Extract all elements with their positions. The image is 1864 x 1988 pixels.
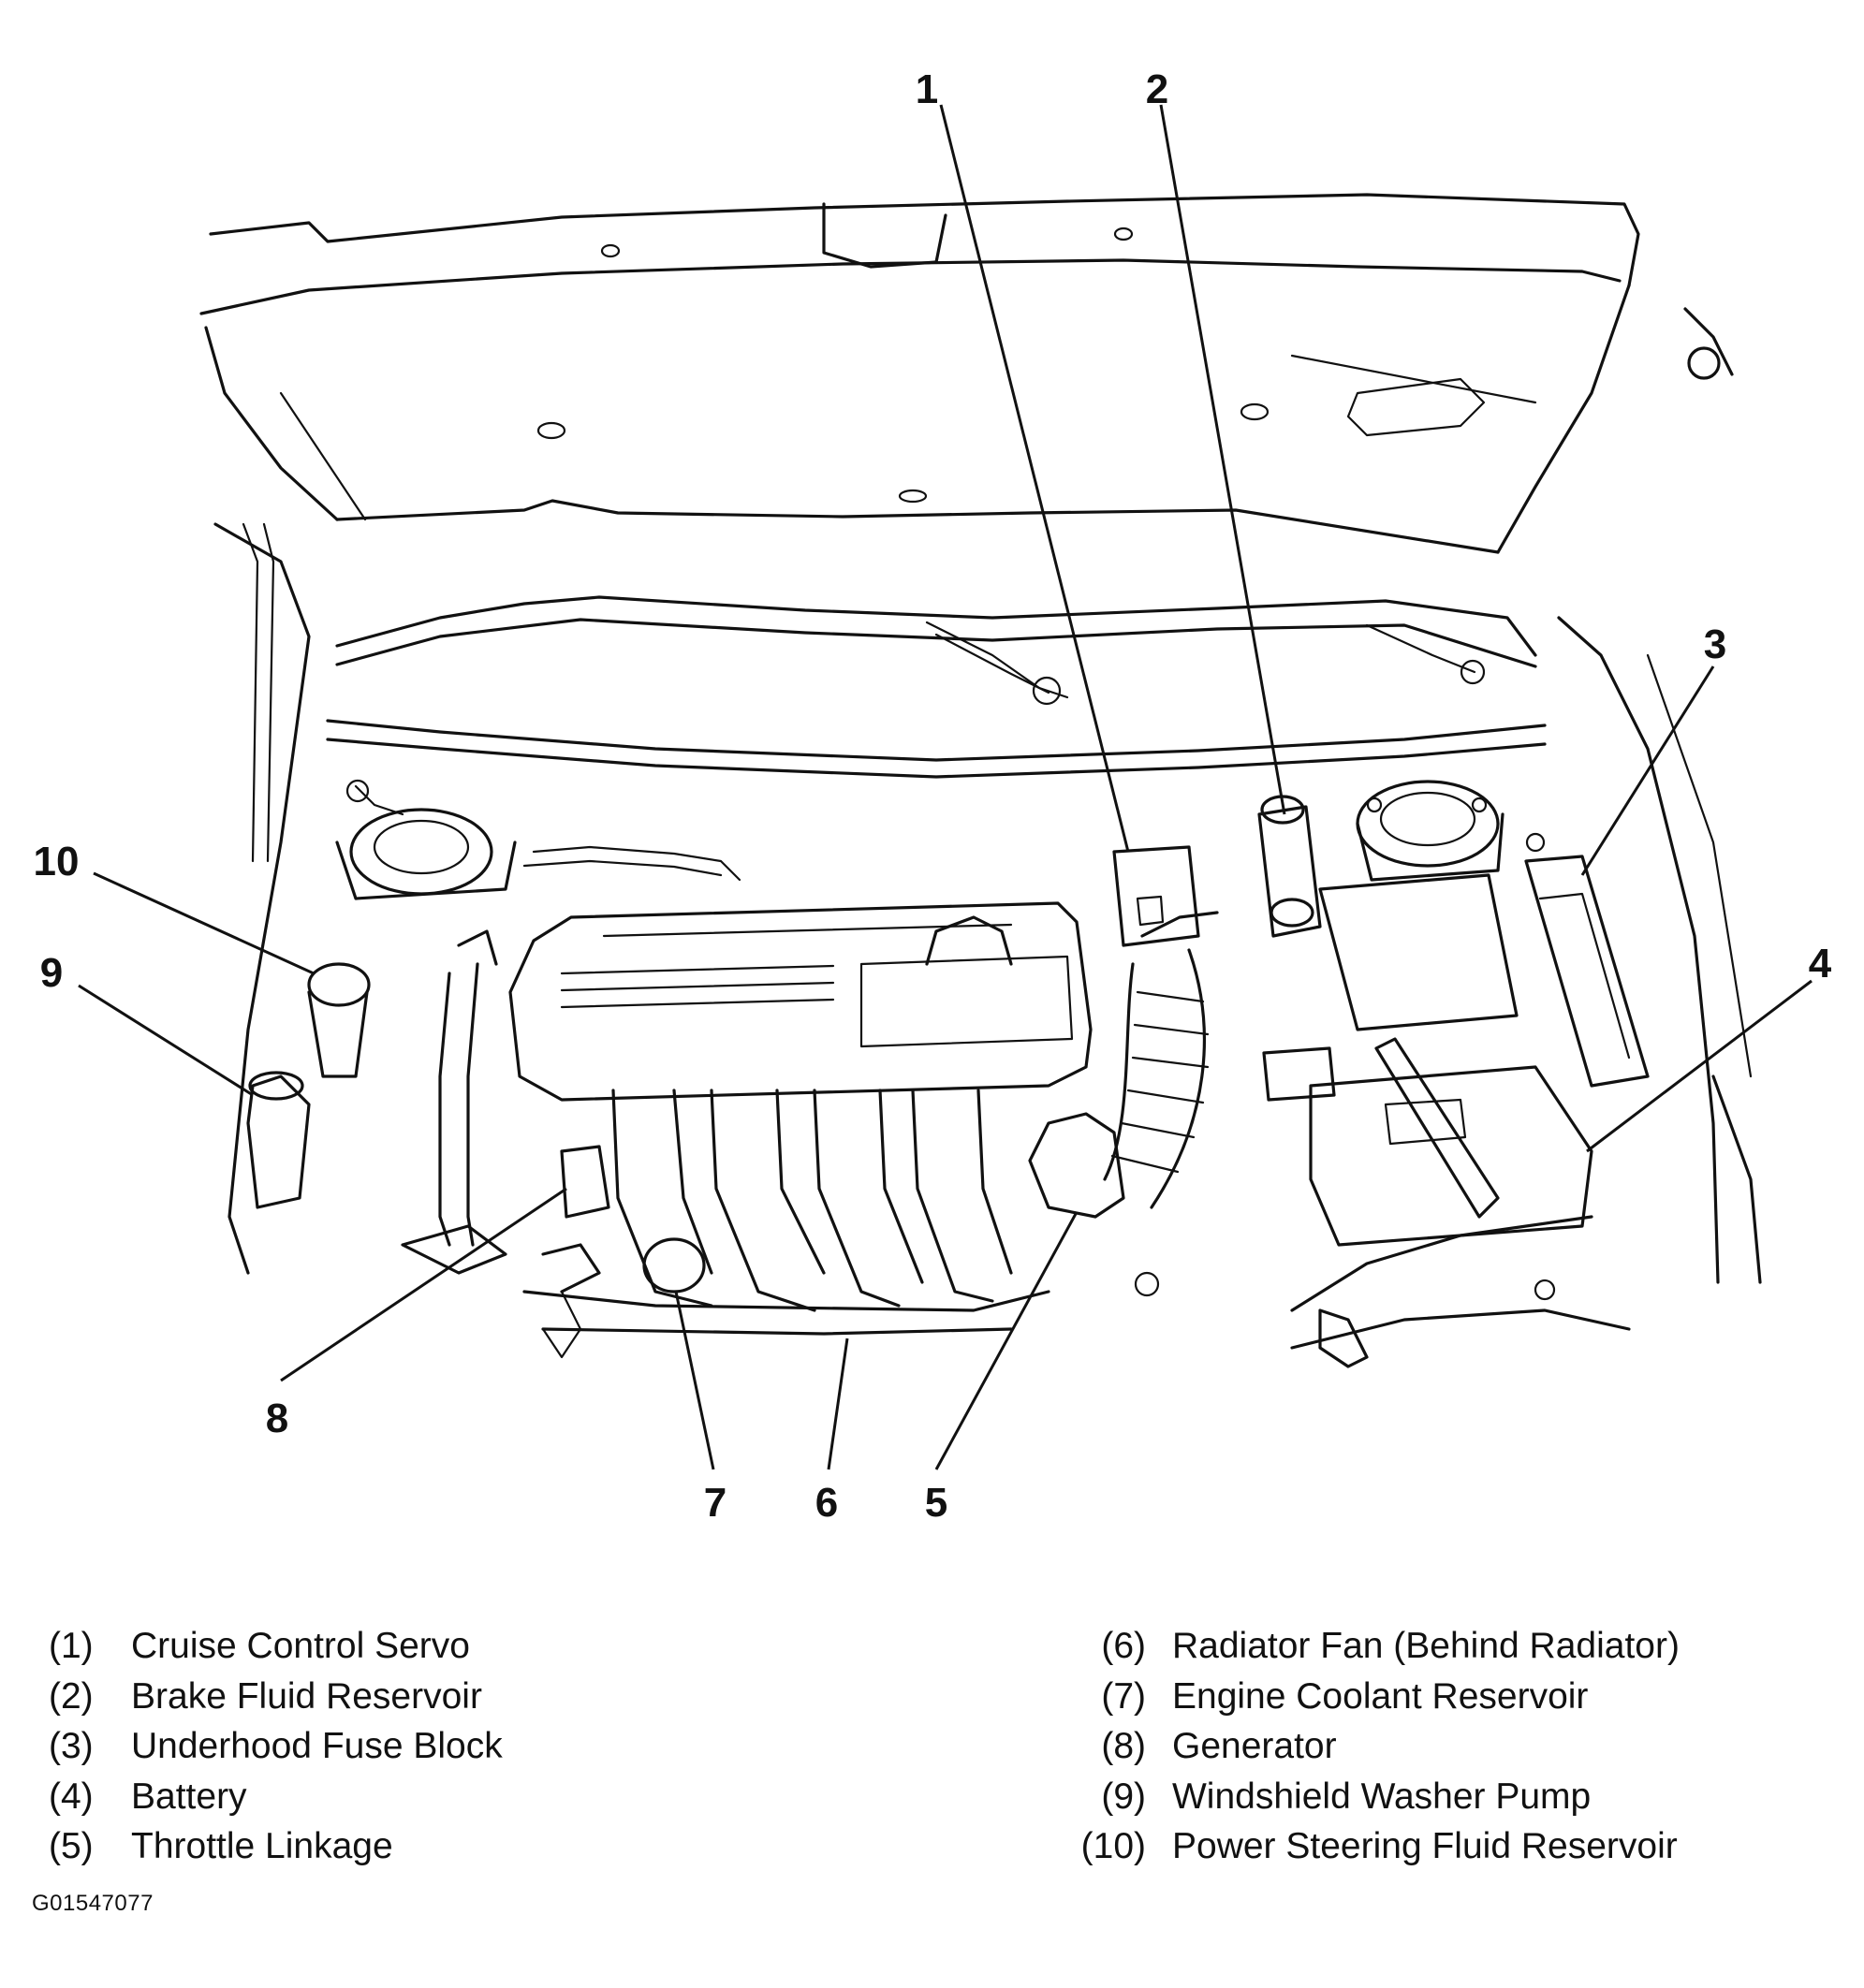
hood-panel [199, 193, 1734, 554]
legend-label: Battery [131, 1776, 247, 1817]
legend-number: (10) [1080, 1826, 1146, 1866]
power-steering-and-washer [246, 845, 741, 1294]
callout-4: 4 [1809, 941, 1832, 987]
fuse-block-and-battery [1262, 855, 1650, 1247]
legend-label: Underhood Fuse Block [131, 1726, 503, 1766]
legend-right: (6) Radiator Fan (Behind Radiator) (7) E… [1067, 1621, 1854, 1872]
leader-5 [934, 1211, 1079, 1470]
legend-label: Radiator Fan (Behind Radiator) [1172, 1626, 1680, 1666]
legend-label: Engine Coolant Reservoir [1172, 1675, 1589, 1717]
callout-2: 2 [1146, 66, 1168, 112]
leader-1 [939, 104, 1130, 853]
leader-7 [674, 1291, 715, 1470]
legend-item: (4) Battery [49, 1772, 891, 1822]
legend-label: Cruise Control Servo [131, 1626, 470, 1666]
leader-3 [1580, 665, 1715, 876]
legend-label: Throttle Linkage [131, 1826, 393, 1866]
legend-item: (7) Engine Coolant Reservoir [1067, 1672, 1854, 1722]
legend-label: Brake Fluid Reservoir [131, 1675, 482, 1717]
legend-number: (4) [49, 1776, 94, 1817]
legend-label: Windshield Washer Pump [1172, 1776, 1592, 1817]
callout-numbers: 1 2 3 4 5 6 7 8 9 10 [34, 66, 1832, 1526]
strut-towers [335, 780, 1546, 900]
legend-number: (3) [49, 1726, 94, 1766]
legend-item: (10) Power Steering Fluid Reservoir [1067, 1821, 1854, 1872]
leader-9 [78, 984, 254, 1097]
legend-number: (6) [1101, 1626, 1146, 1666]
callout-9: 9 [40, 950, 63, 996]
legend-item: (6) Radiator Fan (Behind Radiator) [1067, 1621, 1854, 1672]
legend-label: Power Steering Fluid Reservoir [1172, 1826, 1678, 1866]
callout-10: 10 [34, 839, 80, 884]
callout-5: 5 [925, 1480, 947, 1526]
radiator-support [1134, 1215, 1631, 1368]
cruise-servo-and-brake-reservoir [1112, 795, 1322, 947]
intake-manifold [522, 1089, 1050, 1336]
leader-4 [1586, 979, 1813, 1153]
legend-item: (3) Underhood Fuse Block [49, 1721, 891, 1772]
leader-6 [827, 1338, 849, 1470]
legend-label: Generator [1172, 1726, 1337, 1766]
legend-number: (1) [49, 1626, 94, 1666]
fenders [213, 522, 1762, 1284]
legend-item: (8) Generator [1067, 1721, 1854, 1772]
figure-id: G01547077 [32, 1891, 154, 1916]
legend-item: (5) Throttle Linkage [49, 1821, 891, 1872]
callout-7: 7 [704, 1480, 727, 1526]
air-intake-hose [1028, 911, 1219, 1219]
legend-number: (8) [1101, 1726, 1146, 1766]
callout-3: 3 [1704, 621, 1726, 667]
legend-number: (2) [49, 1675, 94, 1717]
callout-6: 6 [815, 1480, 838, 1526]
legend-item: (1) Cruise Control Servo [49, 1621, 891, 1672]
cowl-and-wipers [242, 522, 1547, 863]
legend-item: (2) Brake Fluid Reservoir [49, 1672, 891, 1722]
callout-8: 8 [266, 1396, 288, 1441]
callout-1: 1 [916, 66, 938, 112]
legend-number: (7) [1101, 1675, 1146, 1717]
leader-8 [280, 1187, 567, 1382]
leader-10 [93, 871, 315, 975]
legend-item: (9) Windshield Washer Pump [1067, 1772, 1854, 1822]
engine-cover [508, 901, 1093, 1102]
leader-lines [78, 104, 1813, 1470]
leader-2 [1159, 104, 1286, 815]
generator-and-coolant-reservoir [541, 1145, 706, 1359]
legend-number: (5) [49, 1826, 94, 1866]
legend-number: (9) [1101, 1776, 1146, 1817]
legend-left: (1) Cruise Control Servo (2) Brake Fluid… [49, 1621, 891, 1872]
